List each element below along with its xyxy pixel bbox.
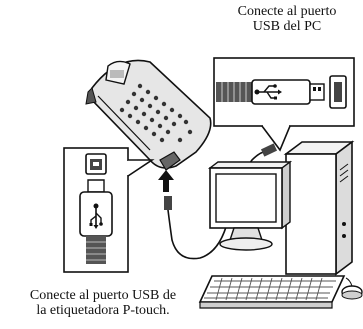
caption-pc-line-2: USB del PC (252, 19, 322, 34)
cable-plug-a (260, 143, 278, 157)
usb-trident-icon (254, 84, 282, 100)
caption-pc-line-1: Conecte al puerto (237, 4, 337, 19)
callout-pointer (261, 125, 291, 152)
pc-usb-callout (213, 57, 355, 152)
monitor-screen (215, 173, 277, 223)
monitor-icon (207, 160, 293, 251)
caption-ptouch-line-1: Conecte al puerto USB de (29, 288, 177, 303)
ptouch-usb-callout (63, 147, 155, 273)
caption-ptouch-line-2: la etiquetadora P-touch. (36, 303, 170, 318)
pc-usb-port-icon (329, 75, 347, 109)
usb-a-cable (216, 79, 325, 105)
usb-b-plug (79, 179, 113, 264)
down-arrow-icon (158, 170, 174, 192)
caption-ptouch-usb-port: Conecte al puerto USB de la etiquetadora… (0, 288, 206, 318)
usb-b-port-on-device (159, 151, 181, 171)
desktop-pc-icon (198, 140, 363, 309)
usb-trident-icon (89, 203, 103, 229)
usb-cable (164, 143, 278, 260)
keyboard-icon (198, 275, 346, 309)
caption-pc-usb-port: Conecte al puerto USB del PC (212, 4, 362, 34)
cable-plug-b (164, 196, 172, 210)
usb-b-port-icon (85, 153, 107, 175)
mouse-icon (341, 277, 363, 300)
p-touch-label-maker-icon (85, 59, 212, 171)
tower-case (283, 140, 355, 276)
keyboard-keys (119, 83, 193, 143)
